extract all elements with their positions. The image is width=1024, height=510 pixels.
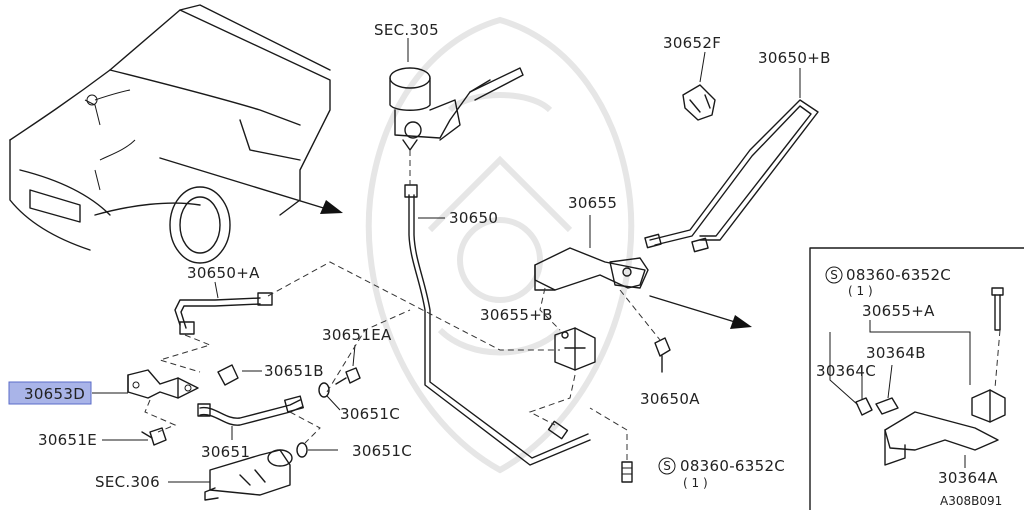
label-bolt-inset-qty: ( 1 )	[848, 284, 873, 298]
label-30655[interactable]: 30655	[568, 194, 617, 212]
clutch-master-cylinder	[389, 38, 524, 151]
bracket-30653D	[92, 369, 199, 399]
bolt-30650A	[654, 337, 671, 373]
label-30651B[interactable]: 30651B	[264, 362, 324, 380]
detail-inset	[809, 247, 1024, 510]
tube-fitting	[547, 420, 569, 440]
label-30650[interactable]: 30650	[449, 209, 498, 227]
bolt-30651EA	[335, 344, 361, 385]
clutch-tube-30650B	[644, 68, 819, 253]
label-30651[interactable]: 30651	[201, 443, 250, 461]
clutch-slave-cylinder	[168, 449, 293, 501]
label-sec306[interactable]: SEC.306	[95, 473, 160, 491]
label-30364C[interactable]: 30364C	[816, 362, 876, 380]
label-30652F[interactable]: 30652F	[663, 34, 721, 52]
svg-text:S: S	[663, 459, 671, 473]
label-30651EA[interactable]: 30651EA	[322, 326, 392, 344]
diagram-code: A308B091	[940, 494, 1002, 508]
label-30364B[interactable]: 30364B	[866, 344, 926, 362]
washer-30651C-top	[318, 382, 341, 411]
direction-arrows	[159, 157, 752, 329]
label-30653D[interactable]: 30653D	[24, 385, 85, 403]
label-bolt-main-qty: ( 1 )	[683, 476, 708, 490]
label-30651C-bottom[interactable]: 30651C	[352, 442, 412, 460]
clutch-tube-30650A	[174, 281, 273, 335]
clutch-tube-30650	[404, 184, 591, 466]
label-30650A[interactable]: 30650A	[640, 390, 700, 408]
washer-30651C-bottom	[296, 442, 338, 458]
part-labels: SEC.305 30652F 30650+B 30650 30655 30650…	[24, 21, 1002, 508]
vehicle-illustration	[9, 4, 331, 264]
connector-30655	[534, 215, 649, 291]
s-symbol-inset: S	[825, 266, 843, 284]
s-symbol-main: S	[658, 457, 676, 475]
bolt-30651E	[102, 427, 167, 446]
label-30655A[interactable]: 30655+A	[862, 302, 935, 320]
label-30655B[interactable]: 30655+B	[480, 306, 553, 324]
svg-text:S: S	[830, 268, 838, 282]
label-sec305[interactable]: SEC.305	[374, 21, 439, 39]
label-30651C-top[interactable]: 30651C	[340, 405, 400, 423]
label-bolt-inset[interactable]: 08360-6352C	[846, 266, 951, 284]
connector-30655B	[554, 327, 596, 371]
label-bolt-main[interactable]: 08360-6352C	[680, 457, 785, 475]
assembly-dash-lines	[144, 150, 661, 444]
hose-30651	[197, 395, 304, 440]
clip-30651B	[217, 364, 262, 386]
label-30364A[interactable]: 30364A	[938, 469, 998, 487]
bolt-08360-main	[589, 407, 633, 483]
label-30650A-plus[interactable]: 30650+A	[187, 264, 260, 282]
label-30650B[interactable]: 30650+B	[758, 49, 831, 67]
watermark-emblem	[365, 16, 635, 474]
clip-30652F	[682, 51, 716, 121]
label-30651E[interactable]: 30651E	[38, 431, 97, 449]
selected-part-highlight	[8, 381, 92, 405]
